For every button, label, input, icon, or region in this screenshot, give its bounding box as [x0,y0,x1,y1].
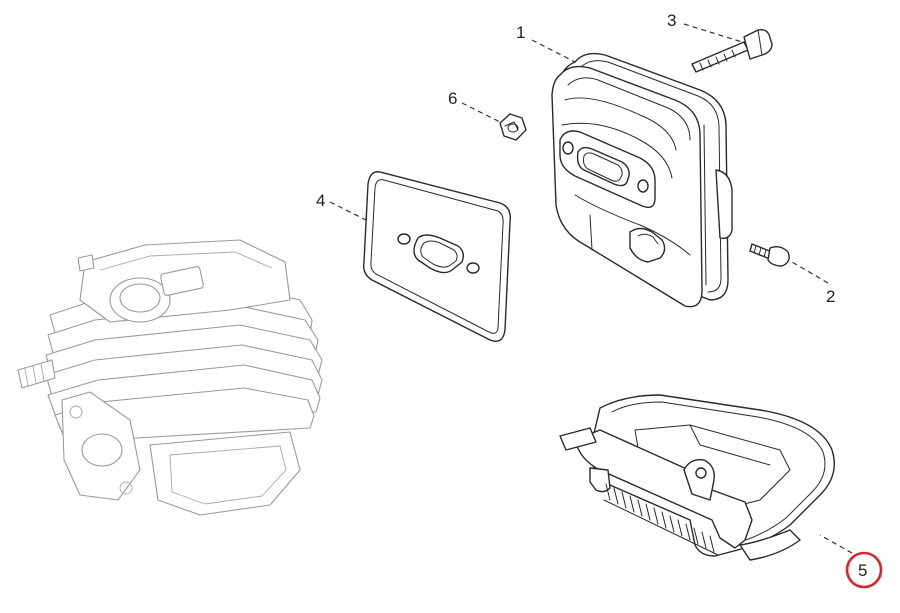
callout-6: 6 [448,89,457,108]
leader-line-3 [683,23,743,43]
leader-line-5 [819,534,853,554]
leader-line-6 [461,102,501,123]
callout-4: 4 [316,191,325,210]
leader-line-4 [329,201,367,221]
leader-lines [329,23,853,554]
callout-5-highlight-ring [845,551,883,589]
muffler-cover-part-5 [559,394,835,561]
muffler-part-1 [551,52,733,308]
nut-part-6 [499,113,527,141]
cylinder-ghost [17,239,323,516]
screw-part-2 [749,243,790,267]
leader-line-1 [531,39,576,63]
callout-2: 2 [826,287,835,306]
callout-labels: 1 2 3 4 5 6 [316,11,883,589]
bolt-part-3 [691,28,773,73]
callout-1: 1 [516,23,525,42]
callout-5: 5 [858,561,867,580]
callout-3: 3 [667,11,676,30]
leader-line-2 [791,261,829,284]
gasket-part-4 [362,171,511,342]
